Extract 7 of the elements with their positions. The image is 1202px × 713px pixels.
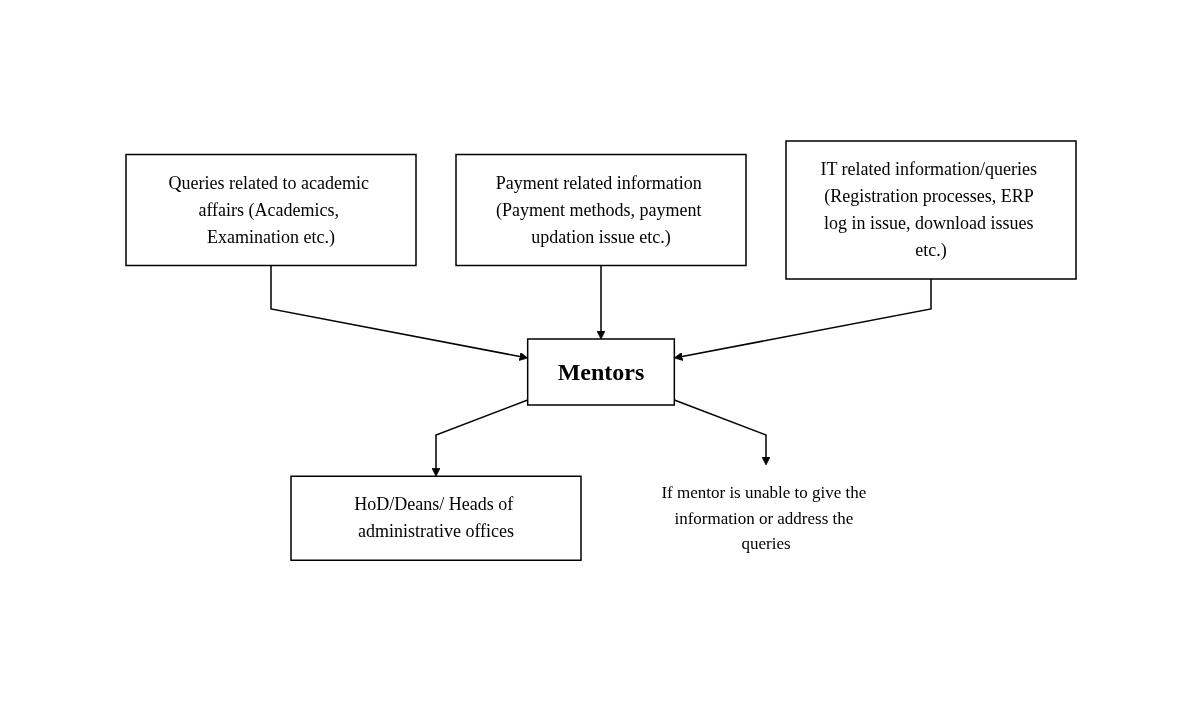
node-box: HoD/Deans/ Heads of administrative offices bbox=[290, 475, 582, 562]
node-box: Payment related information (Payment methods, payment updation issue etc.) bbox=[455, 154, 747, 267]
arrow bbox=[596, 265, 606, 340]
node-text: If mentor is unable to give the information or address the queries bbox=[661, 483, 867, 554]
node-box: IT related information/queries (Registration processes, ERP log in issue, download issues etc.) bbox=[785, 140, 1077, 280]
node-box: Mentors bbox=[526, 338, 676, 406]
node-box: Queries related to academic affairs (Academics, Examination etc.) bbox=[125, 154, 417, 267]
